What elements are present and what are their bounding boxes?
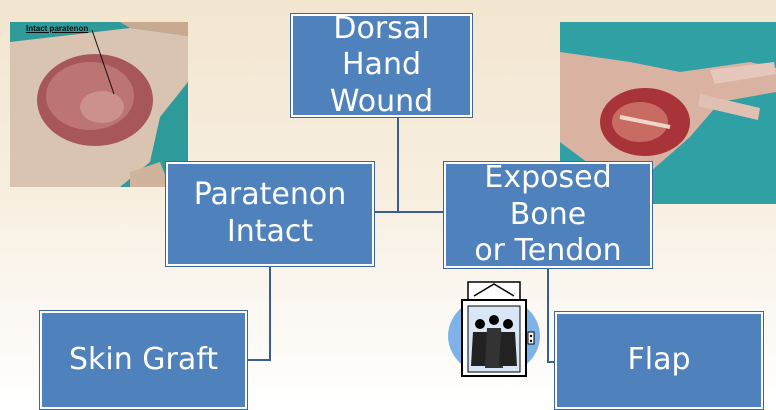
node-flap-label: Flap (627, 342, 690, 379)
connector-left-to-skin-graft (246, 266, 270, 360)
node-paratenon-intact-label: Paratenon Intact (194, 177, 346, 250)
node-exposed-bone-or-tendon-label: Exposed Bone or Tendon (446, 160, 650, 270)
node-exposed-bone-or-tendon: Exposed Bone or Tendon (444, 162, 652, 268)
node-skin-graft: Skin Graft (40, 311, 247, 409)
elevator-with-people-icon (446, 276, 546, 380)
node-dorsal-hand-wound-label: Dorsal Hand Wound (293, 11, 470, 121)
node-dorsal-hand-wound: Dorsal Hand Wound (291, 14, 472, 117)
node-paratenon-intact: Paratenon Intact (166, 162, 374, 266)
node-skin-graft-label: Skin Graft (69, 342, 218, 379)
node-flap: Flap (555, 312, 763, 409)
